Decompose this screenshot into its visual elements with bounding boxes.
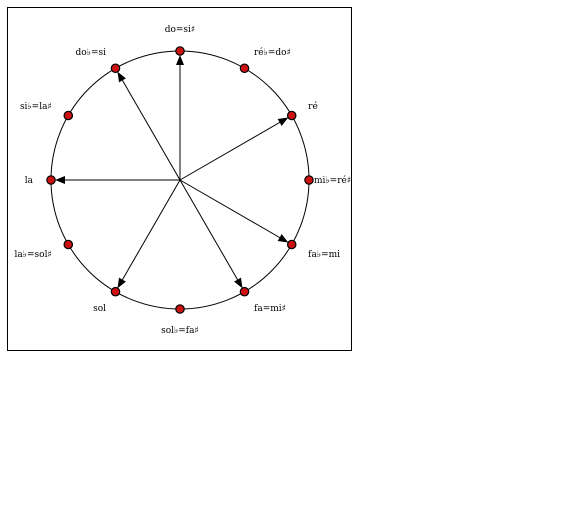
note-point-la — [46, 175, 56, 185]
note-point-lab — [63, 239, 74, 250]
note-label-la: la — [25, 176, 34, 186]
note-label-mib: mi♭=ré♯ — [314, 175, 351, 186]
note-label-fa: fa=mi♯ — [254, 304, 286, 314]
note-point-sol — [110, 286, 121, 297]
note-label-do: do=si♯ — [165, 25, 196, 35]
note-point-mib — [304, 175, 314, 185]
arrow-to-dob — [117, 71, 181, 181]
note-label-sib: si♭=la♯ — [20, 102, 52, 112]
note-point-sib — [63, 110, 74, 121]
note-label-fab: fa♭=mi — [308, 250, 340, 260]
note-labels-group: do=si♯ ré♭=do♯ ré mi♭=ré♯ fa♭=mi fa=mi♯ sol♭=f… — [15, 25, 352, 336]
note-points-group — [46, 46, 314, 314]
arrows-group — [55, 55, 289, 289]
arrow-to-fab — [179, 179, 289, 243]
note-point-re — [286, 110, 297, 121]
note-label-lab: la♭=sol♯ — [15, 250, 52, 260]
arrow-to-fa — [179, 179, 243, 289]
note-label-dob: do♭=si — [76, 48, 107, 58]
note-point-fa — [239, 286, 250, 297]
note-label-solb: sol♭=fa♯ — [161, 326, 199, 336]
arrow-to-sol — [117, 179, 181, 289]
note-point-do — [175, 46, 185, 56]
note-point-reb — [239, 63, 250, 74]
note-label-re: ré — [308, 101, 318, 112]
note-point-fab — [286, 239, 297, 250]
note-label-sol: sol — [93, 304, 106, 314]
arrow-to-re — [179, 117, 289, 181]
note-point-dob — [110, 63, 121, 74]
note-label-reb: ré♭=do♯ — [254, 47, 291, 58]
note-point-solb — [175, 304, 185, 314]
